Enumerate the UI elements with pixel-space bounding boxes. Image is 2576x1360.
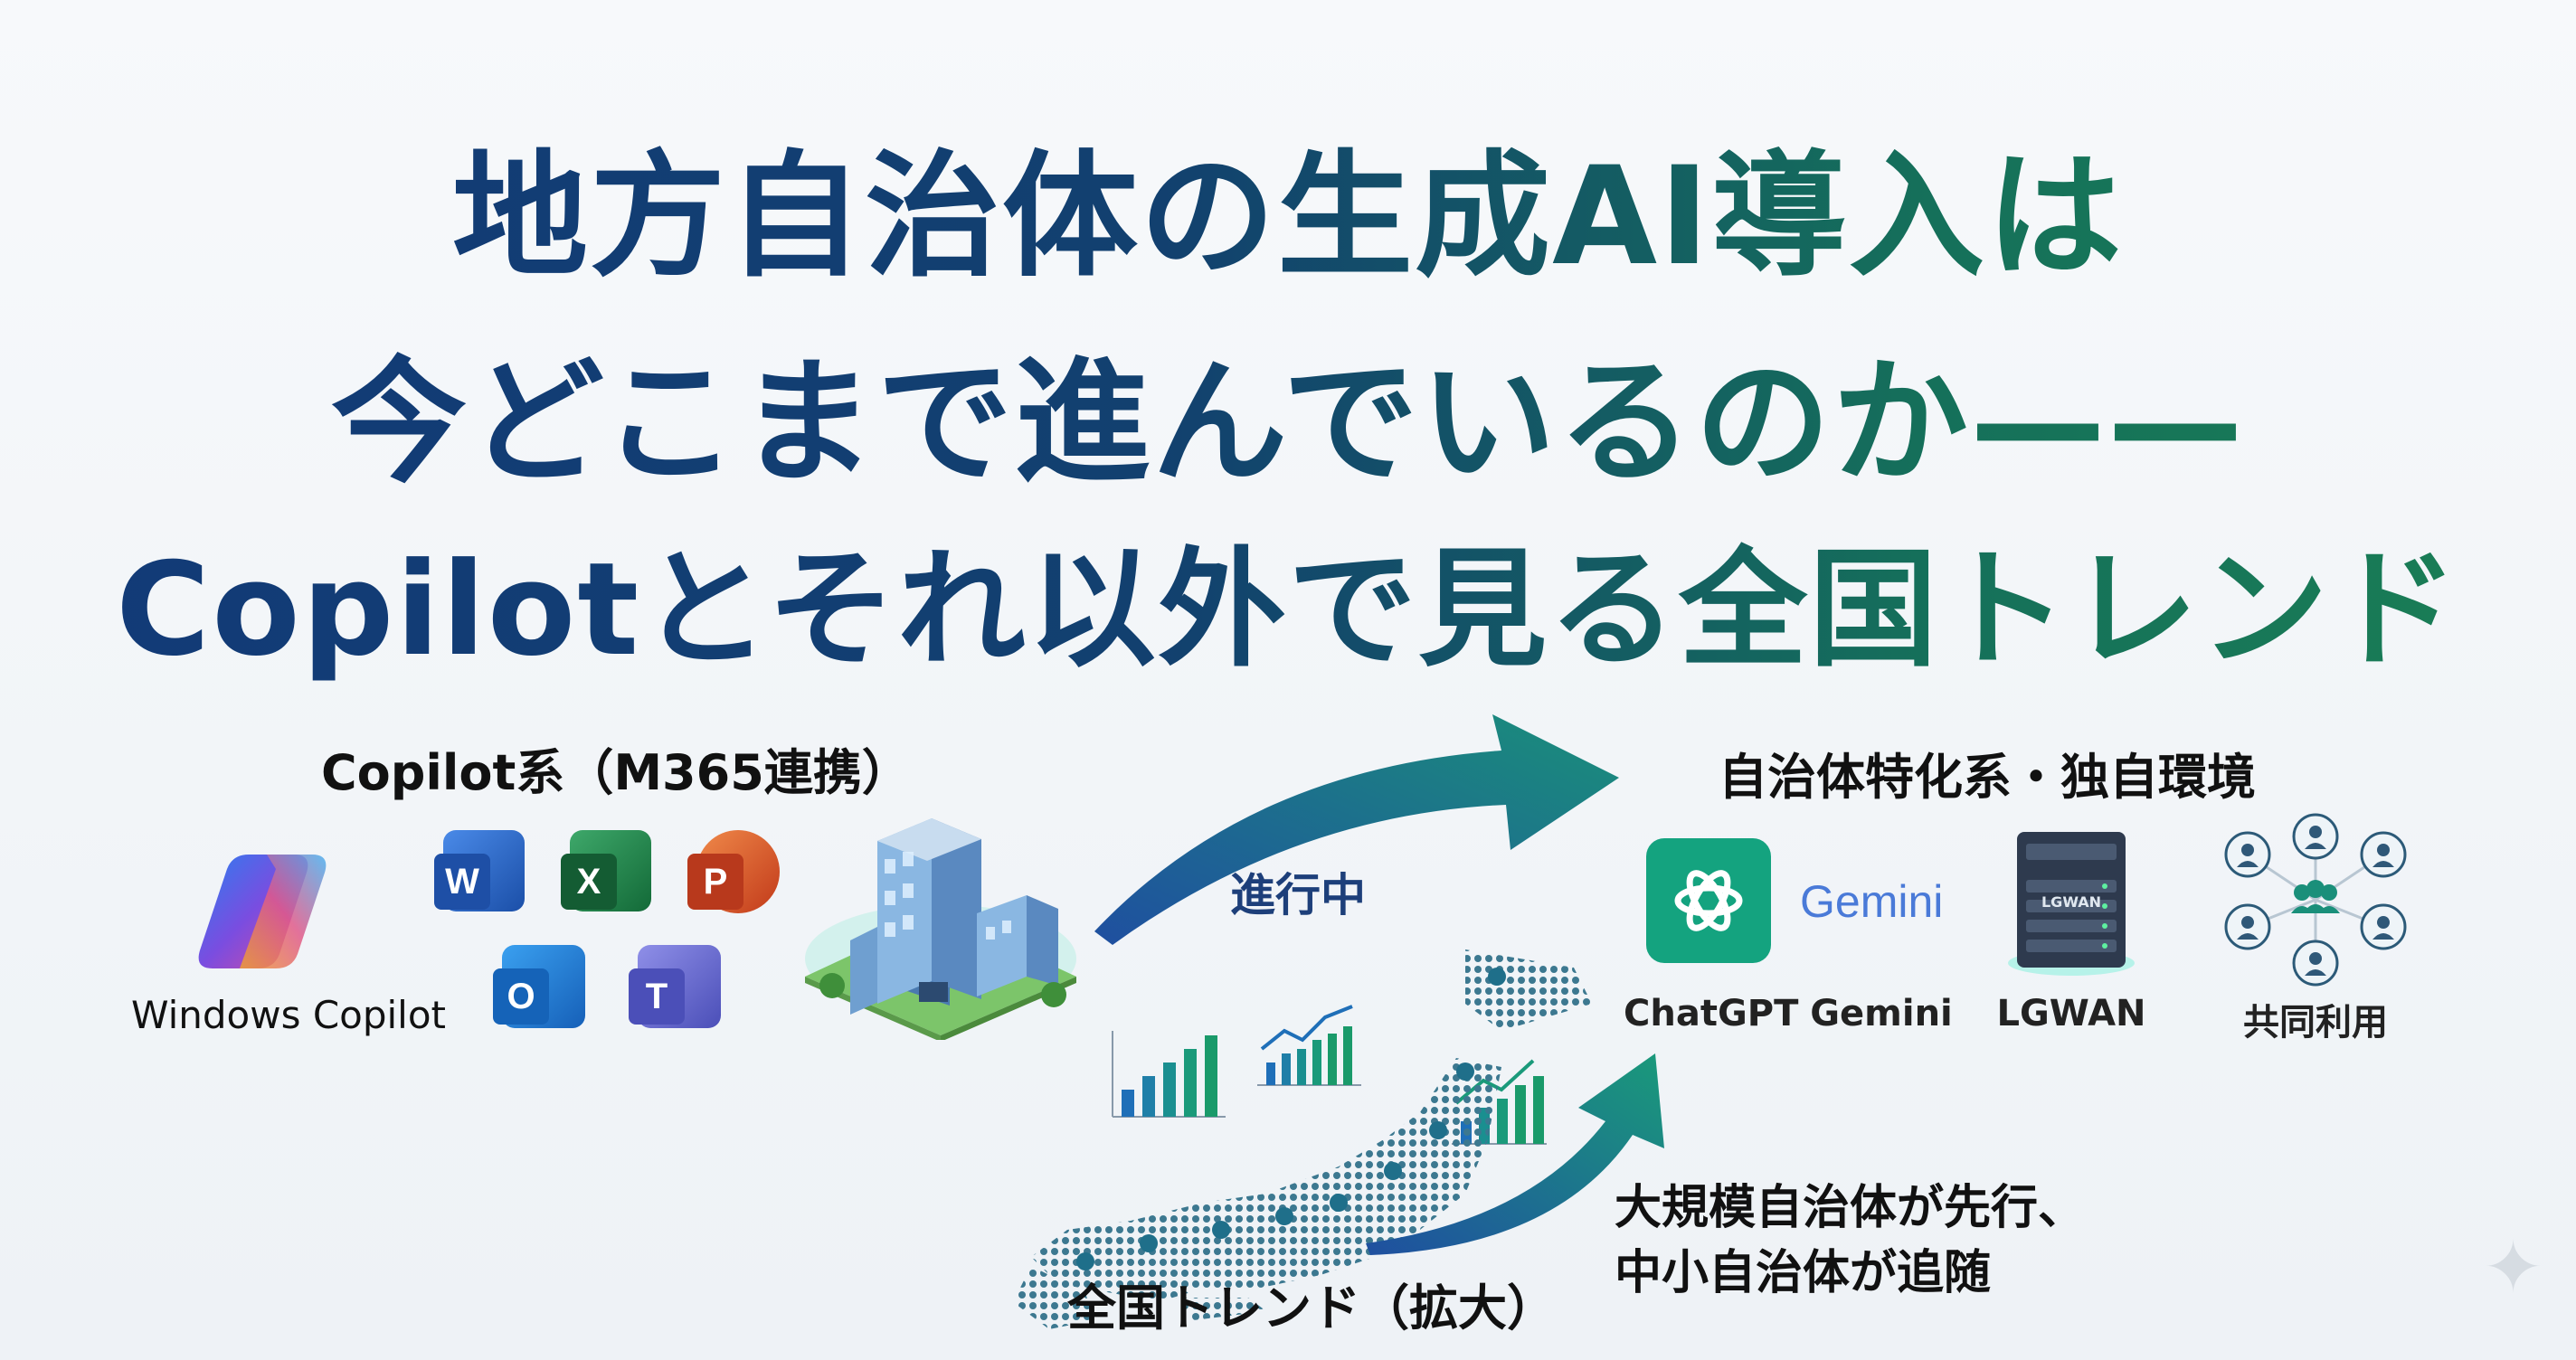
national-trend-label: 全国トレンド（拡大） xyxy=(1067,1280,1556,1336)
copilot-section-heading: Copilot系（M365連携） xyxy=(321,744,911,801)
title-line-3: Copilotとそれ以外で見る全国トレンド xyxy=(0,534,2576,687)
lower-trend-arrow xyxy=(1357,1040,1682,1257)
bottom-note-line-2: 中小自治体が追随 xyxy=(1615,1246,1992,1300)
lgwan-label: LGWAN xyxy=(1996,993,2146,1034)
specialized-section-heading: 自治体特化系・独自環境 xyxy=(1719,749,2256,806)
shared-use-label: 共同利用 xyxy=(2243,1002,2388,1044)
title-line-2: 今どこまで進んでいるのか—— xyxy=(0,342,2576,505)
progress-label: 進行中 xyxy=(1230,869,1366,921)
upper-trend-arrow xyxy=(1076,696,1637,968)
people-network-icon xyxy=(2211,809,2420,990)
bar-chart-icon-2 xyxy=(1253,999,1366,1090)
windows-copilot-label: Windows Copilot xyxy=(131,993,447,1037)
title-line-1: 地方自治体の生成AI導入は xyxy=(0,136,2576,298)
bar-chart-icon-1 xyxy=(1108,1017,1230,1121)
excel-letter: X xyxy=(561,854,617,910)
gemini-logo: Gemini xyxy=(1800,876,1944,927)
server-logo-text: LGWAN xyxy=(2041,893,2102,911)
outlook-letter: O xyxy=(493,968,549,1025)
chatgpt-label: ChatGPT xyxy=(1624,993,1799,1034)
server-icon xyxy=(2003,827,2139,977)
chatgpt-icon xyxy=(1646,838,1771,963)
city-hall-building-icon xyxy=(796,805,1085,1042)
word-icon: W xyxy=(434,830,525,911)
gemini-label: Gemini xyxy=(1810,993,1953,1034)
sparkle-icon: ✦ xyxy=(2483,1225,2544,1309)
outlook-icon: O xyxy=(493,945,585,1028)
excel-icon: X xyxy=(561,830,651,911)
powerpoint-icon: P xyxy=(687,830,780,913)
bottom-note-line-1: 大規模自治体が先行、 xyxy=(1615,1181,2086,1235)
powerpoint-letter: P xyxy=(687,854,743,910)
bottom-note: 大規模自治体が先行、 中小自治体が追随 xyxy=(1615,1176,2085,1306)
word-letter: W xyxy=(434,854,490,910)
teams-letter: T xyxy=(629,968,685,1025)
copilot-logo-icon xyxy=(194,836,348,972)
teams-icon: T xyxy=(629,945,721,1028)
